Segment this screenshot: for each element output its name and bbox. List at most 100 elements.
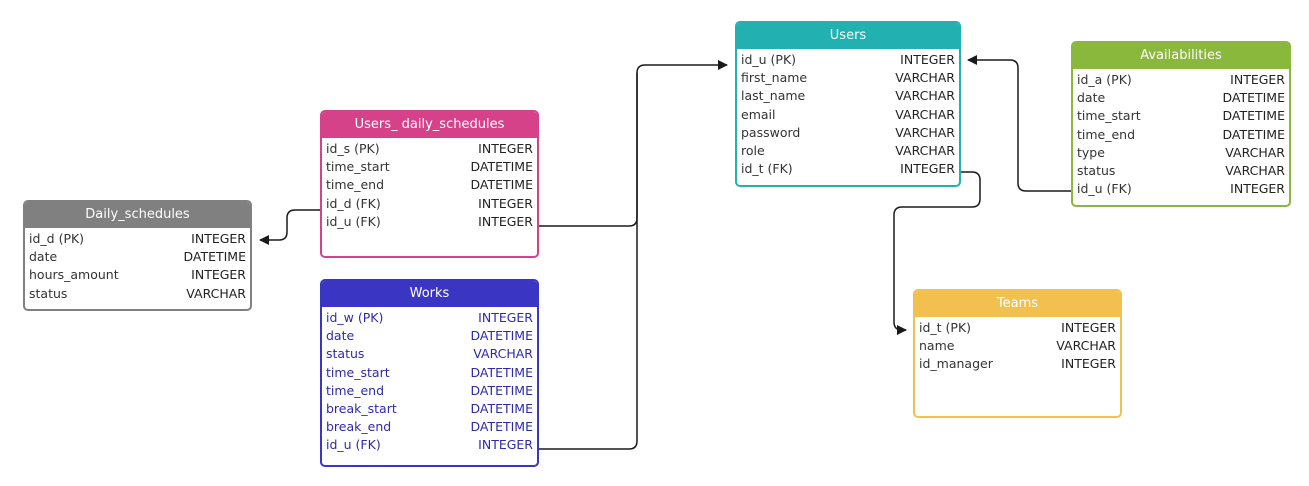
field-name: last_name [741,88,806,104]
field-row: status VARCHAR [25,285,250,303]
field-row: time_end DATETIME [322,382,537,400]
field-name: date [1077,90,1106,106]
field-type: DATETIME [470,328,533,344]
field-row: id_s (PK) INTEGER [322,140,537,158]
field-row: last_name VARCHAR [737,87,959,105]
connector-works-to-users [539,73,638,450]
field-name: id_u (FK) [1077,181,1132,197]
field-row: id_u (FK) INTEGER [1073,180,1289,198]
entity-users-daily-schedules-title: Users_ daily_schedules [322,112,537,138]
field-row: id_t (PK)INTEGER [915,319,1120,337]
field-name: break_end [326,419,392,435]
field-row: id_w (PK)INTEGER [322,309,537,327]
entity-availabilities-title: Availabilities [1073,43,1289,69]
field-name: break_start [326,400,397,416]
field-name: id_u (FK) [326,437,381,453]
field-row: id_u (FK) INTEGER [322,213,537,231]
entity-daily-schedules[interactable]: Daily_schedules id_d (PK) INTEGER date DAT… [23,200,252,311]
field-type: INTEGER [478,141,533,156]
field-type: VARCHAR [895,70,955,86]
field-name: time_start [326,159,390,175]
field-name: first_name [741,70,808,86]
entity-teams-title: Teams [915,291,1120,317]
field-type: DATETIME [470,364,533,380]
field-row: date DATETIME [322,327,537,345]
field-name: status [29,285,68,301]
field-type: VARCHAR [895,142,955,158]
field-name: date [326,328,355,344]
field-type: DATETIME [470,159,533,175]
field-name: id_t (PK) [919,320,972,335]
field-row: break_start DATETIME [322,400,537,418]
field-name: time_end [1077,126,1136,142]
field-row: id_t (FK) INTEGER [737,160,959,178]
field-name: id_d (FK) [326,195,381,211]
field-type: INTEGER [191,231,246,246]
field-type: INTEGER [478,213,533,229]
field-type: DATETIME [470,177,533,193]
field-type: VARCHAR [895,124,955,140]
field-name: id_u (FK) [326,213,381,229]
entity-daily-schedules-title: Daily_schedules [25,202,250,228]
field-name: email [741,106,776,122]
field-name: id_s (PK) [326,141,380,156]
field-row: id_u (PK)INTEGER [737,51,959,69]
field-row: time_end DATETIME [1073,126,1289,144]
field-type: DATETIME [470,382,533,398]
field-name: time_end [326,382,385,398]
entity-works-title: Works [322,281,537,307]
field-type: DATETIME [1222,126,1285,142]
entity-users-daily-schedules[interactable]: Users_ daily_schedules id_s (PK)INTEGER … [320,110,539,258]
field-type: VARCHAR [1225,162,1285,178]
field-name: type [1077,144,1105,160]
field-type: INTEGER [900,161,955,177]
field-type: VARCHAR [473,346,533,362]
field-type: INTEGER [478,195,533,211]
field-name: id_t (FK) [741,161,793,177]
field-type: VARCHAR [1225,144,1285,160]
field-row: time_start DATETIME [322,158,537,176]
field-name: id_manager [919,356,993,372]
field-type: VARCHAR [895,106,955,122]
field-name: role [741,142,765,158]
field-type: DATETIME [183,249,246,265]
field-type: INTEGER [1061,356,1116,372]
connector-uds-to-daily-schedules [259,209,320,245]
field-row: id_manager INTEGER [915,355,1120,373]
field-name: date [29,249,58,265]
field-type: INTEGER [478,437,533,453]
field-name: name [919,338,955,354]
field-row: id_a (PK)INTEGER [1073,71,1289,89]
field-type: DATETIME [470,419,533,435]
field-name: id_u (PK) [741,52,797,67]
field-type: DATETIME [470,400,533,416]
field-name: time_start [326,364,390,380]
field-type: VARCHAR [186,285,246,301]
connector-uds-to-users [539,60,728,227]
field-name: status [1077,162,1116,178]
connector-availabilities-to-users [967,55,1071,192]
field-row: role VARCHAR [737,142,959,160]
field-type: INTEGER [1230,181,1285,197]
field-type: INTEGER [478,310,533,325]
field-name: id_d (PK) [29,231,85,246]
field-row: id_d (PK) INTEGER [25,230,250,248]
field-name: hours_amount [29,267,119,283]
field-row: time_start DATETIME [322,364,537,382]
field-row: date DATETIME [25,248,250,266]
field-row: type VARCHAR [1073,144,1289,162]
field-name: time_start [1077,108,1141,124]
field-type: VARCHAR [895,88,955,104]
